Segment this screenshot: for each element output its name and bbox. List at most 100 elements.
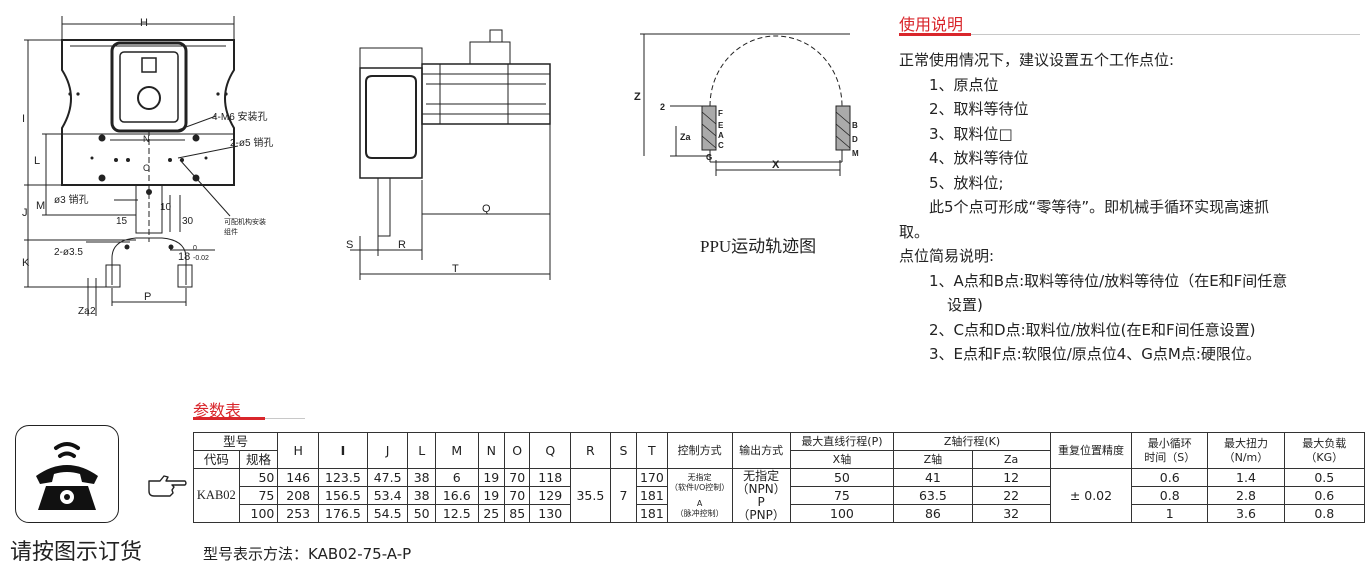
cell-r: 35.5 [570, 468, 611, 523]
order-phone-box [15, 425, 119, 523]
usage-title: 使用说明 [899, 15, 964, 34]
dim-p: P [144, 291, 151, 303]
table-header-row-1: 型号 H I J L M N O Q R S T 控制方式 输出方式 最大直线行… [192, 432, 1366, 469]
dim-n: N [143, 134, 150, 144]
front-view-drawing: H I L J K M N O P Za 2 4-M6 安装孔 2-ø5 销孔 … [22, 16, 273, 317]
table-row: 100 253 176.5 54.5 50 12.5 25 85 130 181… [194, 504, 1366, 523]
cell-z: 86 [893, 504, 973, 523]
cell-stroke-x: 100 [789, 504, 895, 523]
dim-m: M [36, 200, 45, 212]
dim-h: H [140, 17, 148, 29]
cell-stroke-x: 50 [789, 468, 895, 487]
cell-j: 54.5 [366, 504, 409, 523]
table-row: KAB02 50 146 123.5 47.5 38 6 19 70 118 3… [193, 468, 1366, 523]
cell-n: 25 [477, 504, 506, 523]
cell-q: 129 [529, 486, 572, 505]
th-stroke: 最大直线行程(P) [789, 432, 895, 451]
output-option-1: 无指定 [743, 468, 780, 483]
th-output: 输出方式 [731, 432, 791, 469]
dim-j: J [22, 207, 28, 219]
usage-brief-title: 点位简易说明: [899, 247, 995, 265]
th-t: T [636, 432, 668, 469]
cell-cycle: 1 [1131, 504, 1209, 523]
cell-o: 70 [503, 468, 531, 487]
usage-point-5: 5、放料位; [929, 173, 1004, 192]
control-option-2-note: （脉冲控制） [675, 508, 724, 518]
usage-summary-2: 取。 [899, 222, 930, 241]
th-i: I [318, 432, 368, 469]
output-option-2-note: （PNP） [737, 507, 785, 522]
pointing-hand-icon [148, 475, 187, 497]
cell-output: 无指定 （NPN） P （PNP） [731, 468, 791, 523]
cell-t: 181 [636, 504, 668, 523]
dim-15: 15 [116, 216, 128, 227]
usage-brief-1b: 设置) [947, 296, 983, 314]
cell-q: 118 [529, 468, 572, 487]
dim-l: L [34, 155, 40, 167]
th-m: M [434, 432, 479, 469]
usage-point-4: 4、放料等待位 [929, 149, 1029, 167]
control-option-1: 无指定 [687, 472, 712, 482]
th-repeat: 重复位置精度 [1049, 432, 1133, 469]
dim-i: I [22, 113, 25, 125]
pin3-hole-label: ø3 销孔 [54, 193, 88, 206]
cell-o: 85 [503, 504, 531, 523]
dim-18-tol-lower: -0.02 [193, 255, 209, 262]
cell-torque: 3.6 [1207, 504, 1285, 523]
usage-title-underline [899, 33, 1360, 36]
cell-n: 19 [477, 468, 506, 487]
phone-icon [36, 442, 98, 510]
ppu-trajectory-drawing: Z X Za 2 F E A C G B D M [634, 33, 859, 176]
cell-torque: 2.8 [1207, 486, 1285, 505]
fit-mount-label-2: 组件 [224, 227, 238, 236]
th-q: Q [529, 432, 572, 469]
th-o: O [503, 432, 531, 469]
dim-18: 18 [178, 251, 190, 263]
th-n: N [477, 432, 506, 469]
dim-t: T [452, 263, 459, 275]
dim-10: 10 [160, 202, 172, 213]
th-l: L [407, 432, 436, 469]
ppu-m: M [852, 149, 859, 158]
th-z: Z轴 [893, 450, 973, 469]
th-j: J [366, 432, 409, 469]
cell-torque: 1.4 [1207, 468, 1285, 487]
cell-stroke-x: 75 [789, 486, 895, 505]
ppu-b: B [852, 121, 858, 130]
cell-h: 253 [277, 504, 320, 523]
th-cycle-line2: 时间（S） [1144, 450, 1196, 464]
cell-load: 0.8 [1283, 504, 1366, 523]
params-title-underline [193, 417, 305, 420]
th-spec: 规格 [238, 450, 279, 469]
ppu-2: 2 [660, 102, 665, 112]
param-table: 型号 H I J L M N O Q R S T 控制方式 输出方式 最大直线行… [192, 432, 1366, 523]
th-cycle-line1: 最小循环 [1147, 436, 1192, 450]
th-load-line1: 最大负载 [1302, 436, 1347, 450]
cell-l: 50 [407, 504, 436, 523]
th-control: 控制方式 [666, 432, 733, 469]
th-h: H [277, 432, 320, 469]
cell-j: 47.5 [366, 468, 409, 487]
ppu-f: F [718, 109, 723, 118]
usage-point-3: 3、取料位□ [929, 124, 1013, 143]
ppu-x: X [772, 159, 780, 171]
th-s: S [609, 432, 638, 469]
cell-load: 0.6 [1283, 486, 1366, 505]
cell-spec: 100 [238, 504, 279, 523]
th-cycle: 最小循环 时间（S） [1131, 432, 1209, 469]
pin5-holes-label: 2-ø5 销孔 [230, 136, 273, 149]
dim-30: 30 [182, 216, 194, 227]
control-option-1-note: （软件I/O控制） [669, 482, 730, 492]
cell-n: 19 [477, 486, 506, 505]
dim-k: K [22, 257, 30, 269]
side-view-drawing: Q T S R [346, 29, 551, 280]
usage-brief-3: 3、E点和F点:软限位/原点位4、G点M点:硬限位。 [929, 345, 1261, 363]
usage-brief-1a: 1、A点和B点:取料等待位/放料等待位（在E和F间任意 [929, 271, 1288, 290]
params-title: 参数表 [193, 401, 242, 420]
cell-code: KAB02 [193, 468, 240, 523]
cell-spec: 50 [238, 468, 279, 487]
cell-z: 63.5 [893, 486, 973, 505]
dim-o: O [143, 163, 150, 173]
fit-mount-label-1: 可配机构安装 [224, 217, 266, 226]
cell-repeat: ± 0.02 [1049, 468, 1133, 523]
